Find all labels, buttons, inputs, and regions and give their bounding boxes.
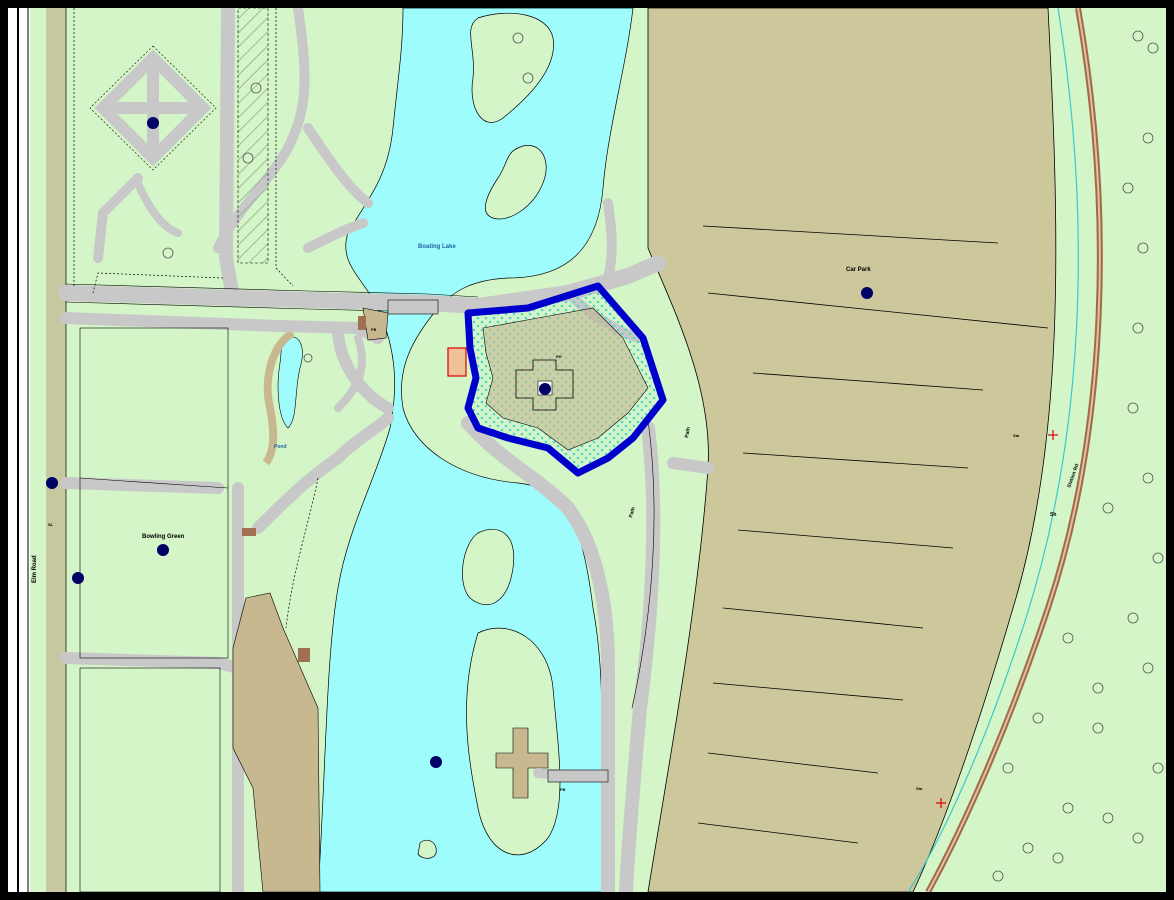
diamond-outline (89, 45, 217, 171)
lake-label: Boating Lake (418, 244, 456, 250)
parking-bay-lines (697, 225, 1049, 844)
island-south-small (462, 529, 515, 606)
dotted-boundaries (73, 8, 319, 629)
small-label-f: SL (48, 522, 54, 527)
path-label-a: Path (684, 427, 692, 439)
island-jetty (495, 727, 549, 799)
small-label-c: PH (556, 354, 562, 359)
marker-diamond[interactable] (147, 117, 159, 129)
pond-edge-path (262, 329, 296, 466)
island-mid (485, 145, 547, 220)
selected-island-woodland (482, 307, 649, 451)
marker-car-park[interactable] (861, 287, 873, 299)
hatched-strip (237, 8, 269, 264)
path-label-b: Path (628, 506, 637, 518)
car-park-label: Car Park (846, 267, 871, 273)
road-left-label: Elm Road (32, 555, 38, 583)
steps-c (358, 316, 366, 330)
island-building-outline (515, 359, 574, 411)
soil-strip-north (362, 307, 389, 341)
red-structure[interactable] (447, 347, 467, 377)
green-blocks (79, 327, 229, 892)
small-label-g: Sh (1050, 512, 1056, 518)
marker-left-road-a[interactable] (46, 477, 58, 489)
marker-island[interactable] (539, 383, 551, 395)
marker-bowling-green[interactable] (157, 544, 169, 556)
soil-strip-west (232, 592, 321, 892)
tree-symbols (162, 30, 1164, 882)
steps-b (298, 648, 310, 662)
pond[interactable] (277, 336, 303, 429)
island-tiny (417, 839, 437, 859)
island-north (470, 12, 554, 123)
bowling-green-label: Bowling Green (142, 534, 185, 540)
railway-line-inner (927, 8, 1101, 892)
bridge-south (547, 769, 609, 783)
small-label-a: Sta (1013, 433, 1020, 438)
left-verge (46, 8, 66, 892)
marker-left-road-b[interactable] (72, 572, 84, 584)
bridge-north (387, 299, 439, 315)
steps-a (242, 528, 256, 536)
small-label-d: FB (371, 327, 376, 332)
pond-label: Pond (274, 444, 287, 450)
small-label-e: FB (560, 787, 565, 792)
small-label-b: Sta (916, 786, 923, 791)
stream-line (907, 8, 1079, 892)
diamond-feature (94, 49, 212, 167)
marker-lake-south[interactable] (430, 756, 442, 768)
red-crosses (936, 430, 1058, 808)
